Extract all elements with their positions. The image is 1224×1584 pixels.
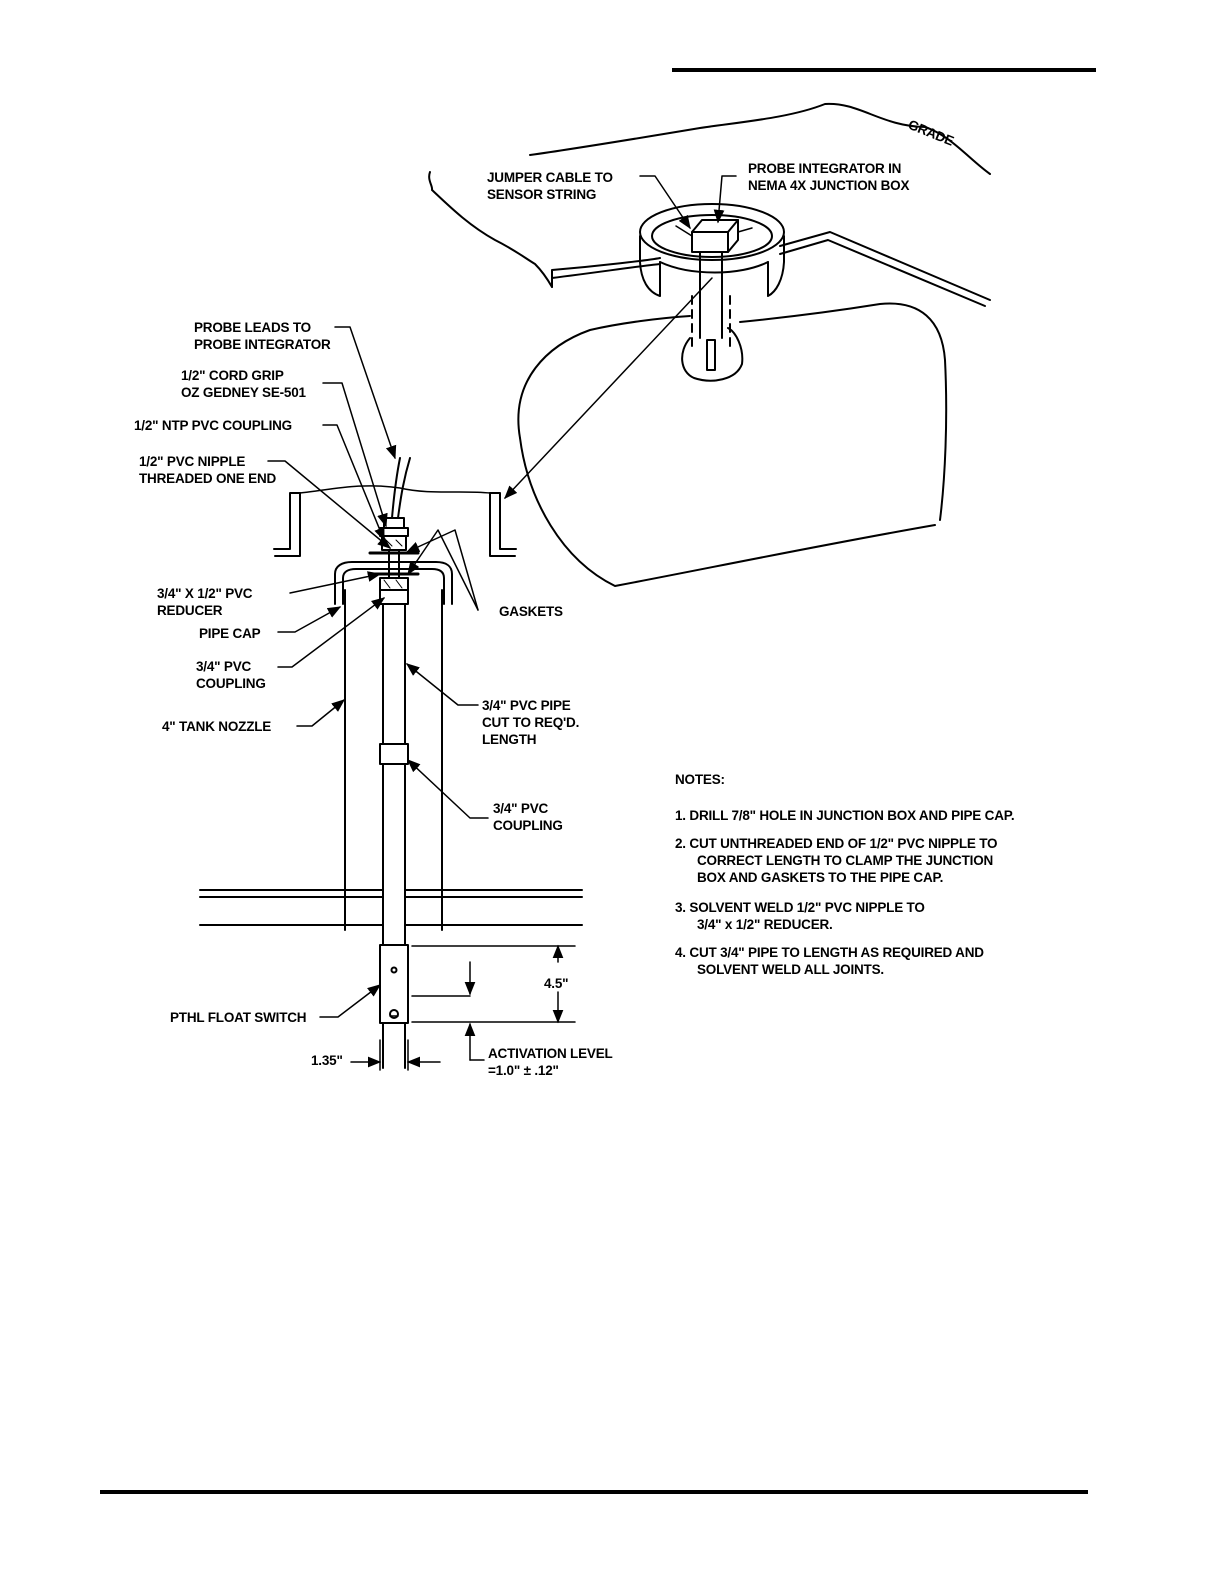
notes-heading: NOTES: (675, 772, 725, 787)
pvc-pipe-shape (382, 603, 406, 745)
ntp-coupling-label: 1/2" NTP PVC COUPLING (134, 418, 292, 433)
dimension-lines (350, 944, 576, 1071)
reducer-shape (379, 577, 409, 591)
grade-surface (529, 102, 991, 175)
ntp-coupling-shape (381, 535, 407, 551)
upper-coupling-shape (379, 589, 409, 605)
pipe-cap-label: PIPE CAP (199, 626, 261, 641)
concrete-slab (428, 171, 991, 307)
junction-box (675, 219, 753, 253)
tank-nozzle-label: 4" TANK NOZZLE (162, 719, 272, 734)
float-switch-label: PTHL FLOAT SWITCH (170, 1010, 307, 1025)
note-2: 2. CUT UNTHREADED END OF 1/2" PVC NIPPLE… (675, 836, 998, 885)
pipe-cap-shape (334, 561, 453, 605)
dimension-height-label: 4.5" (544, 976, 569, 991)
note-1: 1. DRILL 7/8" HOLE IN JUNCTION BOX AND P… (675, 808, 1015, 823)
leader-lines (267, 175, 737, 1018)
tank-top-lines (199, 889, 583, 926)
float-switch-shape (379, 944, 409, 1069)
dimension-width-label: 1.35" (311, 1053, 343, 1068)
sump-walls (273, 485, 517, 557)
tank-nozzle-shape (344, 589, 443, 931)
probe-leads (391, 457, 411, 519)
note-4: 4. CUT 3/4" PIPE TO LENGTH AS REQUIRED A… (675, 945, 984, 977)
note-3: 3. SOLVENT WELD 1/2" PVC NIPPLE TO 3/4" … (675, 900, 925, 932)
nipple-shape (388, 549, 400, 579)
manhole-riser (639, 203, 785, 297)
underground-tank (517, 302, 948, 587)
footer-rule (100, 1490, 1088, 1494)
activation-level-label: ACTIVATION LEVEL=1.0" ± .12" (488, 1046, 613, 1078)
header-rule (672, 68, 1096, 72)
pipe-lower-shape (382, 763, 406, 946)
gaskets-label: GASKETS (499, 604, 563, 619)
tank-opening (681, 327, 744, 382)
lower-coupling-shape (379, 743, 409, 765)
riser-pipe (691, 251, 731, 353)
